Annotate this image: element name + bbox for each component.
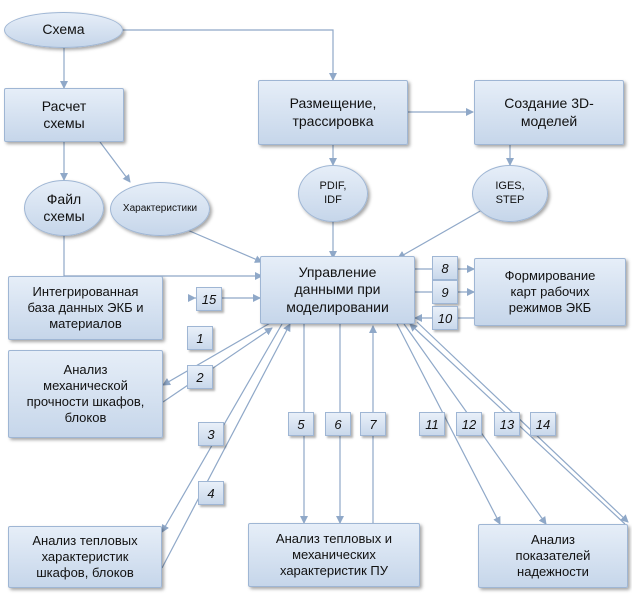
edge-schema-placement — [123, 29, 337, 81]
node-mech-strength-text: Анализ механической прочности шкафов, бл… — [26, 361, 145, 426]
node-thermal-mech-pu-text: Анализ тепловых и механических характери… — [275, 530, 393, 579]
node-work-maps-text: Формирование карт рабочих режимов ЭКБ — [504, 267, 596, 316]
node-iges-text: IGES, STEP — [495, 179, 525, 206]
node-characteristics-text: Характеристики — [122, 202, 198, 214]
edge-11 — [396, 323, 501, 525]
edge-4 — [161, 323, 291, 569]
label-11: 11 — [419, 412, 445, 436]
label-9: 9 — [432, 280, 458, 304]
node-pdif-text: PDIF, IDF — [319, 179, 347, 206]
label-15: 15 — [196, 287, 222, 311]
node-data-management: Управление данными при моделировании — [260, 256, 415, 324]
label-2: 2 — [187, 365, 213, 389]
label-13: 13 — [494, 412, 520, 436]
label-3: 3 — [198, 422, 224, 446]
node-model3d: Создание 3D- моделей — [474, 80, 624, 145]
edge-iges-dm — [397, 209, 483, 259]
node-ekb-db: Интегрированная база данных ЭКБ и матери… — [8, 276, 163, 340]
node-work-maps: Формирование карт рабочих режимов ЭКБ — [474, 258, 626, 326]
node-schema-text: Схема — [42, 21, 85, 38]
node-ekb-db-text: Интегрированная база данных ЭКБ и матери… — [27, 283, 144, 332]
node-schema-file: Файл схемы — [24, 180, 104, 236]
node-calc: Расчет схемы — [4, 88, 124, 142]
node-pdif: PDIF, IDF — [298, 165, 368, 222]
node-data-management-text: Управление данными при моделировании — [286, 263, 389, 315]
node-mech-strength: Анализ механической прочности шкафов, бл… — [8, 350, 163, 438]
node-characteristics: Характеристики — [110, 182, 210, 236]
node-model3d-text: Создание 3D- моделей — [504, 95, 594, 129]
label-12: 12 — [456, 412, 482, 436]
edge-char-dm — [177, 225, 263, 263]
edge-1 — [162, 321, 273, 386]
node-reliability-text: Анализ показателей надежности — [515, 531, 591, 580]
label-5: 5 — [288, 412, 314, 436]
label-6: 6 — [325, 412, 351, 436]
label-8: 8 — [432, 256, 458, 280]
edge-2 — [162, 327, 273, 403]
node-iges: IGES, STEP — [472, 165, 548, 222]
node-placement: Размещение, трассировка — [258, 80, 408, 145]
label-10: 10 — [432, 306, 458, 330]
node-reliability: Анализ показателей надежности — [478, 524, 628, 588]
label-4: 4 — [198, 481, 224, 505]
node-calc-text: Расчет схемы — [41, 97, 87, 132]
edge-14 — [416, 321, 629, 523]
edge-calc-char — [99, 141, 131, 183]
node-thermal-mech-pu: Анализ тепловых и механических характери… — [248, 523, 420, 587]
node-placement-text: Размещение, трассировка — [289, 95, 377, 129]
edge-file-dm — [63, 236, 263, 280]
node-schema-file-text: Файл схемы — [43, 190, 85, 225]
label-1: 1 — [187, 326, 213, 350]
label-14: 14 — [530, 412, 556, 436]
node-schema: Схема — [4, 12, 123, 48]
label-7: 7 — [360, 412, 386, 436]
node-thermal-cabinets-text: Анализ тепловых характеристик шкафов, бл… — [32, 532, 138, 581]
node-thermal-cabinets: Анализ тепловых характеристик шкафов, бл… — [8, 526, 162, 588]
